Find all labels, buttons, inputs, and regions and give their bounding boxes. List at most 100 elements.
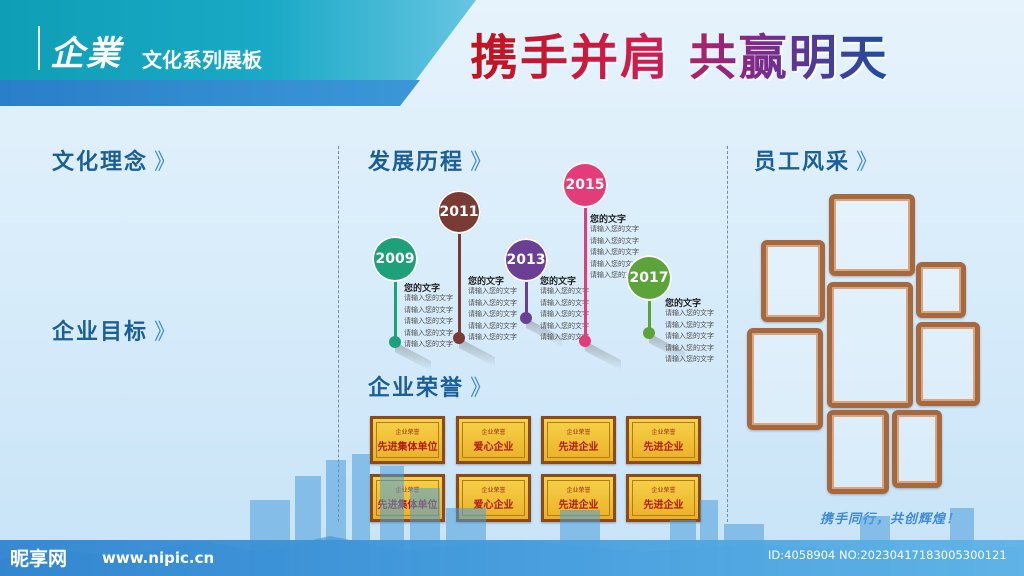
timeline-text: 请输入您的文字 bbox=[468, 333, 517, 341]
photo-frame bbox=[829, 194, 915, 276]
honor-plaque-title: 爱心企业 bbox=[473, 500, 514, 511]
honor-plaque-caption: 企业荣誉 bbox=[651, 487, 676, 494]
section-title-culture-label: 文化理念 bbox=[52, 150, 149, 175]
section-title-goal: 企业目标》 bbox=[52, 314, 178, 346]
watermark-logo: 昵享网 bbox=[10, 548, 68, 570]
honor-plaque: 企业荣誉爱心企业 bbox=[456, 416, 531, 464]
timeline-text: 请输入您的文字 bbox=[590, 248, 639, 256]
timeline-heading: 您的文字 bbox=[468, 277, 505, 287]
photo-frame bbox=[747, 328, 823, 430]
footer-bar bbox=[0, 540, 1024, 576]
honor-plaque-title: 先进集体单位 bbox=[377, 442, 438, 453]
honor-plaque-title: 先进企业 bbox=[643, 500, 684, 511]
honor-plaque-inner: 企业荣誉先进企业 bbox=[632, 422, 695, 458]
timeline-text: 请输入您的文字 bbox=[540, 298, 589, 307]
timeline-shadow bbox=[585, 341, 621, 371]
timeline-text: 请输入您的文字 bbox=[665, 332, 714, 340]
timeline-dot bbox=[453, 332, 465, 344]
header-divider bbox=[38, 26, 40, 70]
timeline-heading: 您的文字 bbox=[590, 215, 627, 225]
photo-frame bbox=[916, 322, 980, 406]
timeline-dot bbox=[643, 327, 655, 339]
timeline-stem bbox=[457, 234, 461, 338]
timeline-text: 请输入您的文字 bbox=[468, 298, 517, 307]
timeline-text: 请输入您的文字 bbox=[665, 343, 714, 352]
brand-script: 企業 bbox=[50, 34, 122, 74]
timeline-heading: 您的文字 bbox=[404, 284, 441, 294]
header-accent-band bbox=[0, 80, 420, 106]
photo-frame bbox=[761, 240, 825, 322]
timeline-heading: 您的文字 bbox=[665, 299, 702, 309]
timeline-text: 请输入您的文字 bbox=[404, 305, 453, 314]
honor-plaque-caption: 企业荣誉 bbox=[566, 429, 591, 436]
honor-plaque-inner: 企业荣誉先进企业 bbox=[632, 480, 695, 516]
timeline-text: 请输入您的文字 bbox=[590, 271, 639, 279]
timeline-year-bubble: 2009 bbox=[372, 236, 418, 282]
section-title-goal-label: 企业目标 bbox=[52, 320, 149, 345]
honor-plaque-inner: 企业荣誉爱心企业 bbox=[462, 480, 525, 516]
timeline-dot bbox=[389, 336, 401, 348]
honor-plaque-inner: 企业荣誉先进企业 bbox=[547, 422, 610, 458]
timeline-year-bubble: 2015 bbox=[562, 162, 608, 208]
section-title-staff-label: 员工风采 bbox=[754, 150, 851, 175]
honor-plaque: 企业荣誉先进企业 bbox=[626, 416, 701, 464]
section-title-honor: 企业荣誉》 bbox=[368, 370, 494, 402]
watermark-url: www.nipic.cn bbox=[102, 549, 215, 567]
brand-subtitle: 文化系列展板 bbox=[142, 48, 262, 72]
timeline-year-bubble: 2011 bbox=[437, 190, 481, 234]
timeline-text: 请输入您的文字 bbox=[468, 310, 517, 318]
timeline-text: 请输入您的文字 bbox=[404, 294, 453, 302]
timeline-dot bbox=[520, 312, 532, 324]
timeline-text: 请输入您的文字 bbox=[665, 355, 714, 363]
honor-plaque-inner: 企业荣誉爱心企业 bbox=[462, 422, 525, 458]
timeline-stem bbox=[583, 208, 587, 341]
timeline-stem bbox=[524, 282, 528, 318]
timeline-text: 请输入您的文字 bbox=[590, 236, 639, 245]
timeline-year-bubble: 2013 bbox=[504, 238, 548, 282]
honor-plaque-title: 爱心企业 bbox=[473, 442, 514, 453]
chevron-right-icon: 》 bbox=[154, 320, 179, 345]
section-title-history: 发展历程》 bbox=[368, 144, 494, 176]
timeline-text: 请输入您的文字 bbox=[540, 310, 589, 318]
section-title-culture: 文化理念》 bbox=[52, 144, 178, 176]
slogan: 携手并肩 共赢明天 bbox=[470, 18, 889, 88]
timeline-text: 请输入您的文字 bbox=[404, 328, 453, 337]
chevron-right-icon: 》 bbox=[154, 150, 179, 175]
photo-frame bbox=[892, 410, 942, 488]
section-title-history-label: 发展历程 bbox=[368, 150, 465, 175]
section-title-honor-label: 企业荣誉 bbox=[368, 376, 465, 401]
timeline-year-bubble: 2017 bbox=[626, 255, 672, 301]
timeline-heading: 您的文字 bbox=[540, 277, 577, 287]
timeline-dot bbox=[579, 335, 591, 347]
chevron-right-icon: 》 bbox=[470, 150, 495, 175]
section-title-staff: 员工风采》 bbox=[754, 144, 880, 176]
timeline-text: 请输入您的文字 bbox=[404, 340, 453, 348]
timeline-text: 请输入您的文字 bbox=[665, 309, 714, 317]
timeline-text: 请输入您的文字 bbox=[540, 287, 589, 295]
honor-plaque: 企业荣誉先进集体单位 bbox=[370, 416, 445, 464]
honor-plaque-title: 先进企业 bbox=[643, 442, 684, 453]
honor-plaque: 企业荣誉先进企业 bbox=[626, 474, 701, 522]
honor-plaque: 企业荣誉先进企业 bbox=[541, 416, 616, 464]
photo-frame bbox=[827, 410, 889, 494]
chevron-right-icon: 》 bbox=[856, 150, 881, 175]
honor-plaque-caption: 企业荣誉 bbox=[395, 429, 420, 436]
timeline-text: 请输入您的文字 bbox=[665, 320, 714, 329]
photo-frame bbox=[916, 262, 966, 318]
honor-plaque-title: 先进企业 bbox=[558, 500, 599, 511]
honor-plaque-inner: 企业荣誉先进集体单位 bbox=[376, 422, 439, 458]
timeline-text: 请输入您的文字 bbox=[540, 321, 589, 330]
timeline-text: 请输入您的文字 bbox=[590, 259, 639, 268]
timeline-text: 请输入您的文字 bbox=[404, 317, 453, 325]
honor-plaque-caption: 企业荣誉 bbox=[566, 487, 591, 494]
timeline-stem bbox=[393, 282, 397, 342]
timeline-text: 请输入您的文字 bbox=[468, 287, 517, 295]
honor-plaque-title: 先进集体单位 bbox=[377, 500, 438, 511]
timeline-text: 请输入您的文字 bbox=[468, 321, 517, 330]
honor-plaque-caption: 企业荣誉 bbox=[395, 487, 420, 494]
timeline-text: 请输入您的文字 bbox=[590, 225, 639, 233]
divider-right bbox=[727, 146, 728, 522]
honor-plaque-title: 先进企业 bbox=[558, 442, 599, 453]
honor-plaque: 企业荣誉爱心企业 bbox=[456, 474, 531, 522]
timeline-text: 请输入您的文字 bbox=[540, 333, 589, 341]
